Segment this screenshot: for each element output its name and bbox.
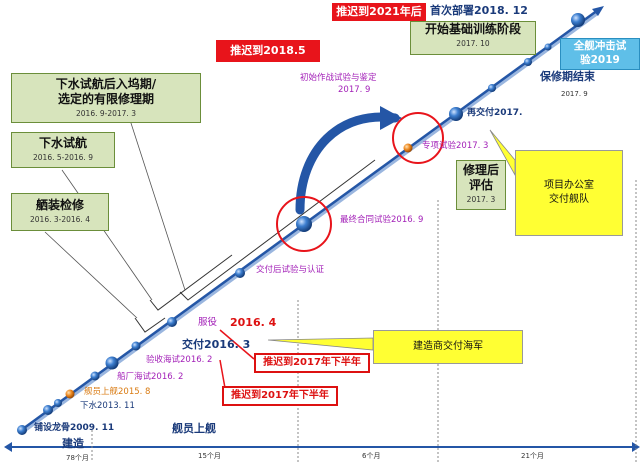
crew-onboard-label: 舰员上舰2015. 8	[84, 387, 151, 397]
delay-arrow-a	[219, 329, 255, 360]
dock-date: 2016. 9-2017. 3	[76, 109, 136, 118]
dock-line1: 下水试航后入坞期/	[55, 77, 157, 91]
node-training	[544, 43, 552, 51]
delay-2018-badge: 推迟到2018.5	[216, 40, 320, 62]
delivery-label: 交付2016. 3	[182, 338, 251, 351]
sea-trial-title: 下水试航	[38, 136, 87, 150]
special-trial-label: 专项试验2017. 3	[422, 141, 489, 151]
crew-label: 舰员上舰	[172, 422, 216, 435]
bracket-sea-trial-dock	[179, 159, 376, 301]
bracket-sea-trial	[149, 254, 233, 311]
construction-label: 建造	[62, 437, 84, 450]
box-post-repair: 修理后 评估 2017. 3	[456, 160, 506, 210]
outfitting-title: 舾装检修	[35, 198, 84, 212]
node-post-delivery	[235, 268, 245, 278]
leader-sea-trial	[61, 169, 153, 301]
keel-label: 铺设龙骨2009. 11	[34, 423, 115, 433]
node-first-deploy	[571, 13, 585, 27]
warranty-end-label: 保修期结束	[540, 70, 595, 83]
basic-training-date: 2017. 10	[456, 39, 490, 48]
highlight-circle-final	[276, 196, 332, 252]
node-warranty	[524, 58, 532, 66]
redelivery-label: 再交付2017.	[467, 108, 523, 118]
leader-outfitting	[44, 231, 138, 319]
months-21: 21个月	[521, 452, 544, 460]
axis-arrow-right	[632, 442, 640, 452]
warranty-end-date: 2017. 9	[561, 90, 588, 98]
commission-label: 服役	[198, 317, 218, 328]
box-sea-trial: 下水试航 2016. 5-2016. 9	[11, 132, 115, 168]
builder-trial-label: 船厂海试2016. 2	[117, 372, 184, 382]
curved-arrow-head	[380, 106, 402, 130]
node-commission	[167, 317, 177, 327]
project-office-line2: 交付舰队	[549, 194, 589, 205]
months-6: 6个月	[362, 452, 381, 460]
axis-arrow-left	[4, 442, 12, 452]
first-deploy-label: 首次部署2018. 12	[430, 4, 528, 17]
highlight-circle-special	[392, 112, 444, 164]
node-initial-ops	[488, 84, 496, 92]
leader-dock	[129, 119, 186, 291]
node-special-trial	[403, 143, 413, 153]
construction-months: 78个月	[66, 454, 89, 462]
box-outfitting: 舾装检修 2016. 3-2016. 4	[11, 193, 109, 231]
post-delivery-label: 交付后试验与认证	[256, 265, 325, 275]
outfitting-date: 2016. 3-2016. 4	[30, 215, 90, 224]
dock-line2: 选定的有限修理期	[57, 92, 154, 106]
node-launch-a	[43, 405, 53, 415]
delay-2017-b: 推迟到2017年下半年	[222, 386, 338, 406]
curved-arrow	[295, 112, 400, 215]
acceptance-label: 验收海试2016. 2	[146, 355, 213, 365]
post-repair-line2: 评估	[468, 178, 493, 192]
final-contract-label: 最终合同试验2016. 9	[340, 215, 424, 225]
combat-assault-line1: 全舰冲击试	[573, 40, 627, 52]
node-builder-trial	[90, 371, 100, 381]
combat-assault-line2: 验2019	[580, 54, 620, 66]
callout-builder-delivery: 建造商交付海军	[373, 330, 523, 364]
box-sea-trial-dock: 下水试航后入坞期/ 选定的有限修理期 2016. 9-2017. 3	[11, 73, 201, 123]
commission-date: 2016. 4	[230, 316, 277, 329]
timeline-arrow-head	[592, 6, 604, 16]
callout-builder-pointer	[267, 337, 374, 351]
delay-arrow-b	[219, 359, 226, 389]
sea-trial-date: 2016. 5-2016. 9	[33, 153, 93, 162]
basic-training-title: 开始基础训练阶段	[424, 22, 521, 36]
initial-ops-line2: 2017. 9	[338, 85, 371, 95]
node-redelivery	[449, 107, 463, 121]
project-office-line1: 项目办公室	[544, 180, 594, 191]
node-keel	[17, 425, 27, 435]
bracket-outfitting	[134, 317, 166, 333]
post-repair-date: 2017. 3	[466, 195, 496, 204]
box-combat-assault: 全舰冲击试 验2019	[560, 38, 640, 70]
node-acceptance	[105, 356, 119, 370]
post-repair-line1: 修理后	[462, 163, 499, 177]
node-final-contract	[296, 216, 312, 232]
months-15: 15个月	[198, 452, 221, 460]
initial-ops-line1: 初始作战试验与鉴定	[300, 73, 377, 83]
node-delivery	[131, 341, 141, 351]
node-launch-b	[54, 399, 62, 407]
launch-label: 下水2013. 11	[80, 401, 135, 411]
callout-project-office: 项目办公室 交付舰队	[515, 150, 623, 236]
delay-2021-badge: 推迟到2021年后	[332, 3, 426, 21]
box-basic-training: 开始基础训练阶段 2017. 10	[410, 21, 536, 55]
delay-2017-a: 推迟到2017年下半年	[254, 353, 370, 373]
node-crew	[65, 389, 75, 399]
